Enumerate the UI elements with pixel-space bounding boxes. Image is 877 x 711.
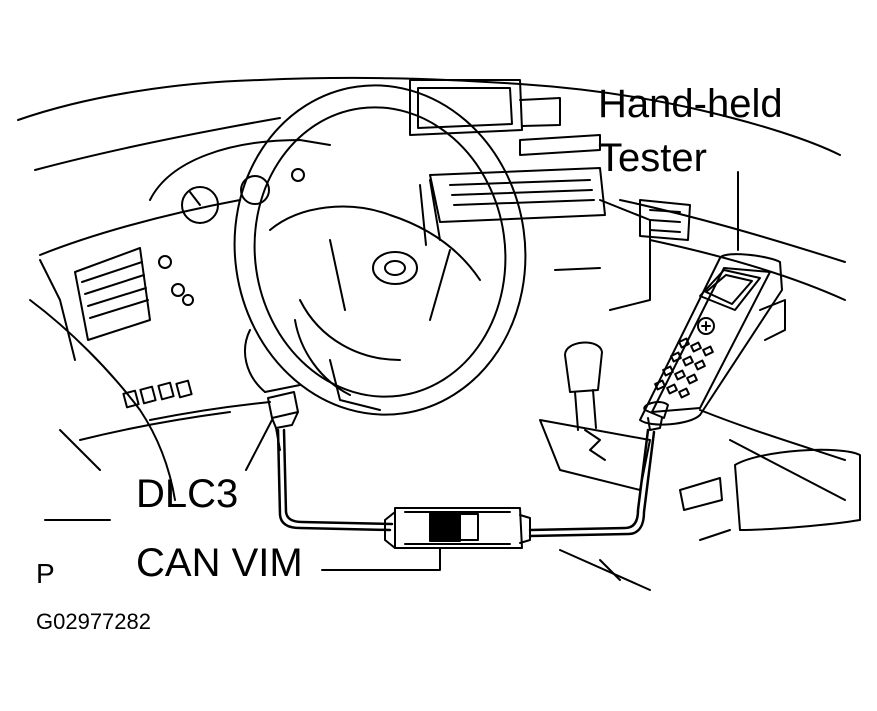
cable-dlc3-to-vim <box>276 428 394 532</box>
steering-column <box>244 329 301 393</box>
label-can-vim: CAN VIM <box>136 541 303 585</box>
left-switches <box>122 379 193 409</box>
can-vim-box <box>384 507 531 549</box>
instrument-cluster <box>149 139 331 306</box>
label-dlc3: DLC3 <box>136 472 239 516</box>
dashboard-outline <box>17 76 846 591</box>
tester-keypad <box>654 337 714 399</box>
steering-wheel <box>233 84 527 416</box>
figure-code: G02977282 <box>36 609 151 634</box>
label-view-letter: P <box>36 558 55 589</box>
leader-canvim <box>321 547 441 571</box>
cable-vim-to-tester <box>528 428 656 538</box>
label-tester: Tester <box>598 136 707 180</box>
leader-lines <box>245 171 739 571</box>
hand-held-tester <box>639 253 786 431</box>
leader-dlc3 <box>245 419 273 471</box>
gear-shift <box>539 341 651 491</box>
center-console <box>409 79 691 311</box>
center-armrest <box>679 448 861 541</box>
left-air-vent <box>74 247 151 341</box>
label-hand-held: Hand-held <box>598 82 783 126</box>
